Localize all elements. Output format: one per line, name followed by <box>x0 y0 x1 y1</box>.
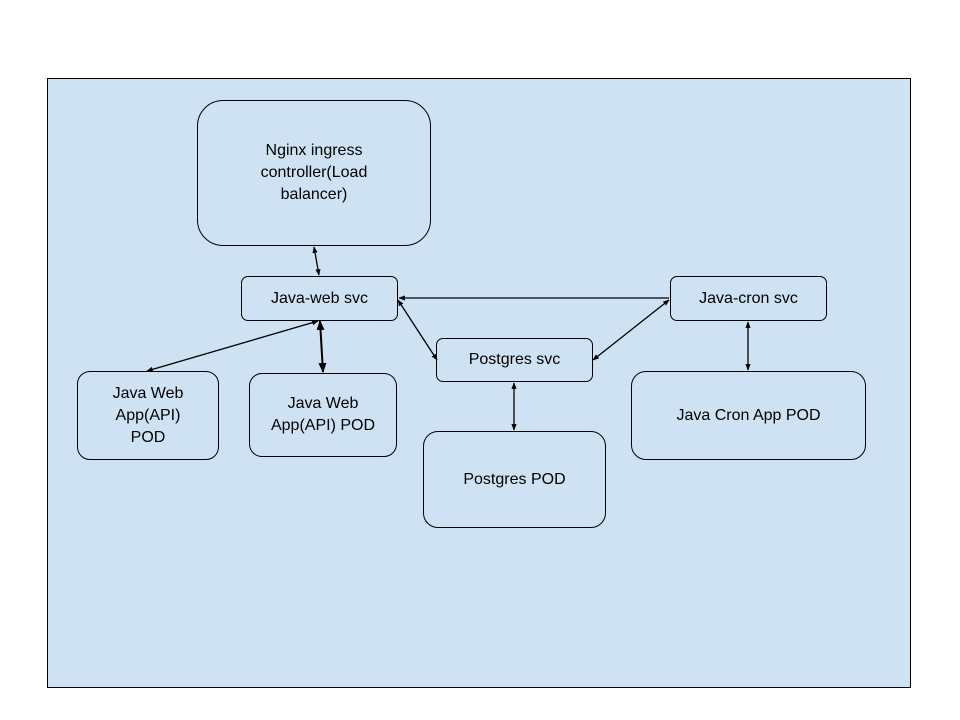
java-web-pod-1-label: Java Web App(API) POD <box>112 384 184 446</box>
java-cron-svc-node: Java-cron svc <box>670 276 827 321</box>
postgres-svc-label: Postgres svc <box>468 351 561 368</box>
java-cron-pod-node: Java Cron App POD <box>631 371 866 460</box>
java-cron-svc-label: Java-cron svc <box>699 289 798 307</box>
java-web-svc-node: Java-web svc <box>241 276 398 321</box>
java-web-pod-2-label: Java Web App(API) POD <box>270 395 376 434</box>
postgres-pod-node: Postgres POD <box>423 431 606 528</box>
java-web-pod-2-node: Java Web App(API) POD <box>249 373 397 457</box>
nginx-ingress-node: Nginx ingress controller(Load balancer) <box>197 100 431 246</box>
postgres-pod-label: Postgres POD <box>463 470 566 488</box>
nginx-ingress-label: Nginx ingress controller(Load balancer) <box>260 142 368 203</box>
java-web-pod-1-node: Java Web App(API) POD <box>77 371 219 460</box>
java-web-svc-label: Java-web svc <box>271 289 368 307</box>
postgres-svc-node: Postgres svc <box>436 338 593 382</box>
java-cron-pod-label: Java Cron App POD <box>676 406 821 424</box>
